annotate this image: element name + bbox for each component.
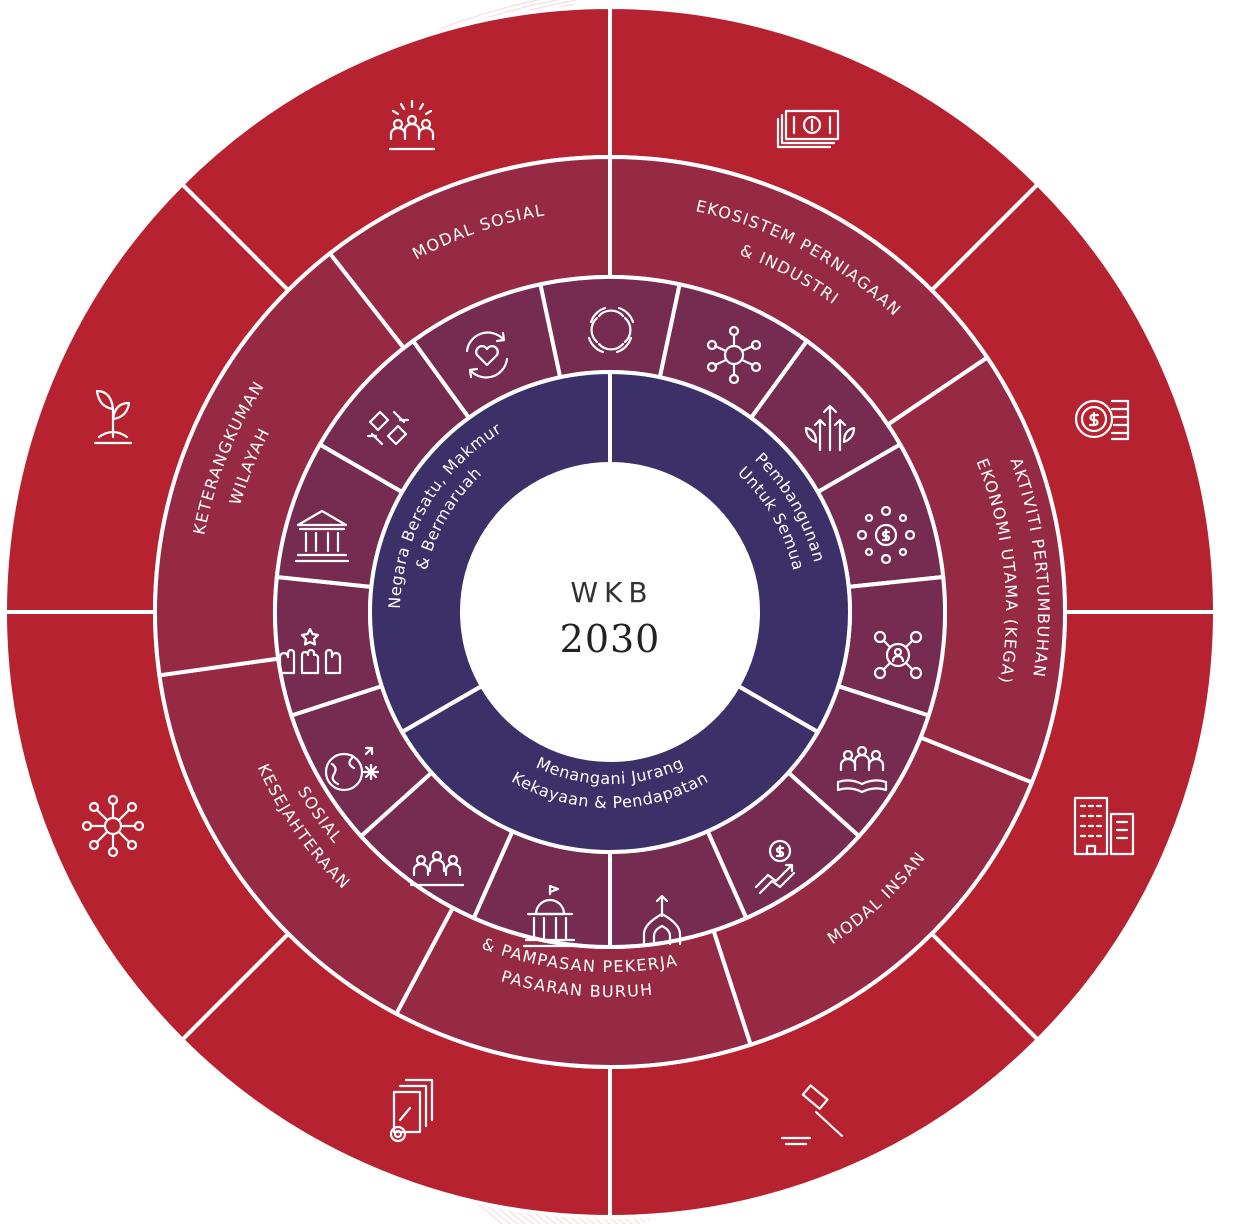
core-divider [737, 684, 819, 734]
government-building-icon [522, 884, 578, 948]
money-network-icon [856, 505, 916, 565]
enabler-icon-ring [273, 275, 947, 950]
office-buildings-icon [1073, 796, 1135, 856]
policy-documents-icon [389, 1078, 434, 1143]
seedling-icon [93, 389, 133, 445]
money-growth-icon [754, 839, 796, 895]
people-book-icon [836, 745, 888, 794]
core-divider [401, 684, 483, 734]
network-hub-icon [706, 325, 762, 385]
converging-arrows-icon [642, 894, 682, 946]
community-group-icon [409, 850, 465, 887]
network-flower-icon [81, 794, 145, 858]
center-title-wkb: WKB [570, 576, 653, 609]
gavel-icon [780, 1084, 844, 1146]
ring-dividers [401, 372, 819, 734]
coin-stack-icon [1074, 399, 1130, 441]
circular-arrows-icon [587, 306, 635, 354]
leader-group-icon [388, 99, 436, 151]
linked-hands-icon [366, 410, 410, 446]
people-network-icon [873, 630, 923, 680]
banknotes-icon [776, 109, 840, 149]
growth-arrows-icon [804, 404, 856, 452]
center-disc [462, 464, 758, 760]
center-title-year: 2030 [560, 617, 661, 661]
globe-sparkle-icon [324, 746, 380, 792]
enabler-segment [537, 275, 683, 380]
outer-ring [2, 4, 1218, 1220]
cycle-heart-icon [465, 331, 509, 379]
government-pillars-icon [294, 509, 350, 563]
thrust-ring [153, 154, 1067, 1069]
raised-hands-icon [278, 627, 342, 675]
